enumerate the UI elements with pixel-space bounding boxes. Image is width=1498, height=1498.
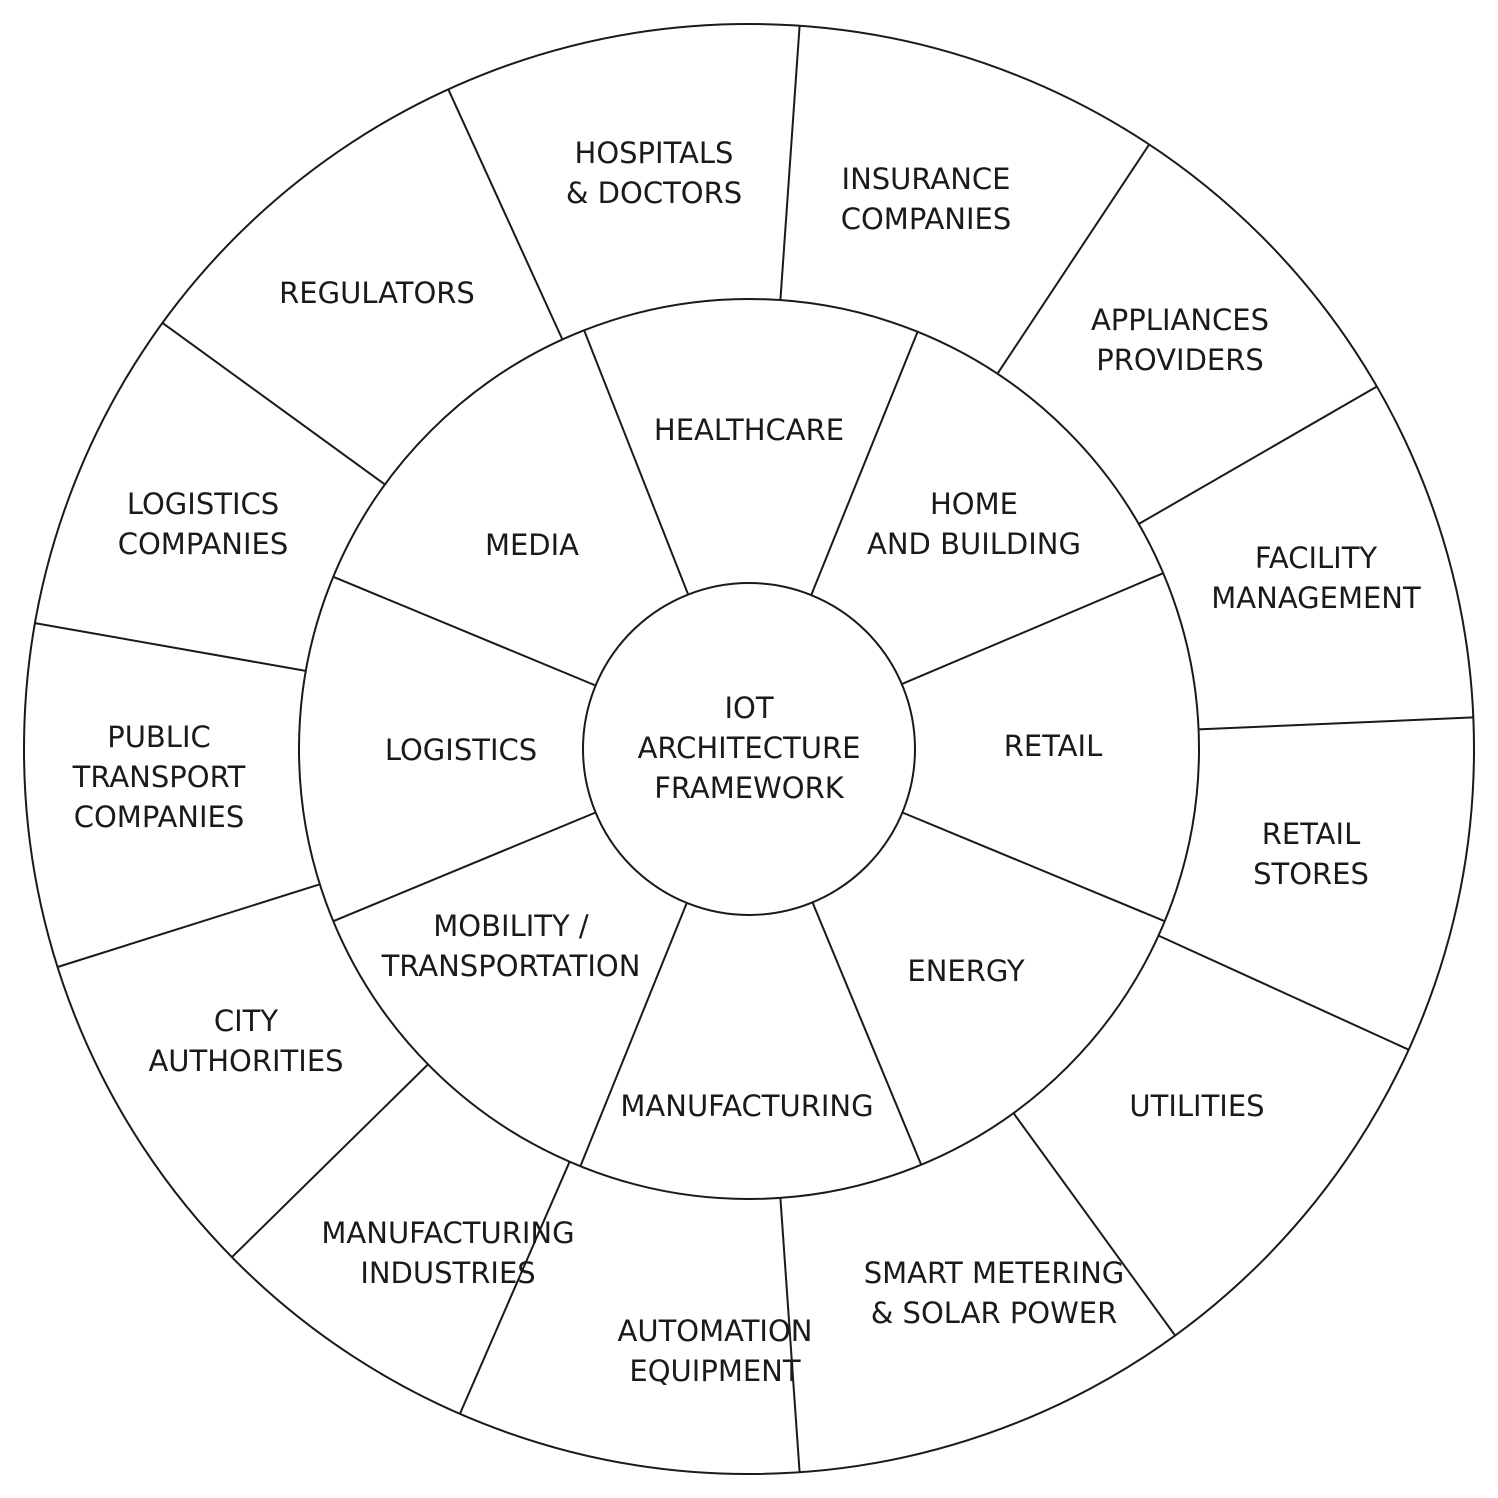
label-line: AUTOMATION (618, 1314, 813, 1348)
label-line: LOGISTICS (385, 733, 537, 767)
label-line: COMPANIES (118, 527, 289, 561)
industry-divider (579, 902, 688, 1167)
stakeholder-divider (1138, 385, 1378, 525)
label-line: TRANSPORTATION (381, 949, 641, 983)
label-line: APPLIANCES (1091, 303, 1269, 337)
center-label: IOT ARCHITECTURE FRAMEWORK (638, 691, 861, 805)
stakeholder-divider (447, 88, 564, 340)
label-line: RETAIL (1004, 729, 1102, 763)
label-line: LOGISTICS (127, 487, 279, 521)
stakeholder-divider (161, 322, 386, 486)
label-line: SMART METERING (864, 1256, 1125, 1290)
stakeholder-divider (1158, 934, 1410, 1051)
stakeholder-retail-stores-label: RETAIL STORES (1253, 817, 1369, 891)
industry-divider (902, 811, 1166, 923)
label-line: TRANSPORT (72, 760, 246, 794)
label-line: ARCHITECTURE (638, 731, 861, 765)
stakeholder-hospitals-doctors-label: HOSPITALS & DOCTORS (566, 136, 742, 210)
label-line: STORES (1253, 857, 1369, 891)
label-line: CITY (214, 1004, 279, 1038)
industry-divider (901, 572, 1164, 686)
label-line: PUBLIC (107, 720, 211, 754)
industry-home-and-building-label: HOME AND BUILDING (867, 487, 1081, 561)
label-line: HEALTHCARE (654, 413, 844, 447)
stakeholder-smart-metering-solar-power-label: SMART METERING & SOLAR POWER (864, 1256, 1125, 1330)
industry-media-label: MEDIA (485, 528, 579, 562)
stakeholder-divider (1198, 716, 1474, 731)
label-line: ENERGY (907, 954, 1025, 988)
industry-divider (810, 331, 919, 596)
label-line: MANAGEMENT (1211, 581, 1421, 615)
industry-divider (583, 329, 690, 595)
label-line: & SOLAR POWER (871, 1296, 1118, 1330)
stakeholder-divider (1012, 1112, 1176, 1337)
label-line: MOBILITY / (433, 909, 589, 943)
industry-mobility-transportation-label: MOBILITY / TRANSPORTATION (381, 909, 641, 983)
stakeholder-manufacturing-industries-label: MANUFACTURING INDUSTRIES (321, 1216, 574, 1290)
label-line: COMPANIES (841, 202, 1012, 236)
label-line: IOT (724, 691, 773, 725)
stakeholder-automation-equipment-label: AUTOMATION EQUIPMENT (618, 1314, 813, 1388)
label-line: INDUSTRIES (360, 1256, 535, 1290)
industry-manufacturing-label: MANUFACTURING (620, 1089, 873, 1123)
label-line: REGULATORS (279, 276, 475, 310)
stakeholder-public-transport-companies-label: PUBLIC TRANSPORT COMPANIES (72, 720, 246, 834)
label-line: MANUFACTURING (620, 1089, 873, 1123)
label-line: MEDIA (485, 528, 579, 562)
stakeholder-utilities-label: UTILITIES (1129, 1089, 1264, 1123)
stakeholder-divider (231, 1063, 429, 1258)
stakeholder-logistics-companies-label: LOGISTICS COMPANIES (118, 487, 289, 561)
industry-retail-label: RETAIL (1004, 729, 1102, 763)
label-line: COMPANIES (74, 800, 245, 834)
stakeholder-appliances-providers-label: APPLIANCES PROVIDERS (1091, 303, 1269, 377)
stakeholder-divider (57, 883, 321, 968)
stakeholder-divider (458, 1161, 571, 1415)
label-line: AND BUILDING (867, 527, 1081, 561)
label-line: HOSPITALS (575, 136, 734, 170)
label-line: FACILITY (1255, 541, 1378, 575)
industry-logistics-label: LOGISTICS (385, 733, 537, 767)
industry-divider (332, 811, 596, 923)
label-line: AUTHORITIES (148, 1044, 343, 1078)
label-line: UTILITIES (1129, 1089, 1264, 1123)
segment-dividers (34, 25, 1474, 1473)
stakeholder-insurance-companies-label: INSURANCE COMPANIES (841, 162, 1012, 236)
label-line: HOME (930, 487, 1018, 521)
stakeholder-divider (34, 622, 306, 672)
outer-ring (23, 23, 1475, 1475)
industry-divider (332, 575, 596, 687)
inner-ring (582, 582, 916, 916)
stakeholder-divider (996, 143, 1151, 375)
label-line: INSURANCE (842, 162, 1011, 196)
label-line: MANUFACTURING (321, 1216, 574, 1250)
stakeholder-city-authorities-label: CITY AUTHORITIES (148, 1004, 343, 1078)
label-line: PROVIDERS (1096, 343, 1264, 377)
stakeholder-facility-management-label: FACILITY MANAGEMENT (1211, 541, 1421, 615)
stakeholder-divider (779, 1197, 801, 1473)
industry-energy-label: ENERGY (907, 954, 1025, 988)
stakeholder-divider (779, 25, 801, 301)
label-line: FRAMEWORK (654, 771, 844, 805)
wheel-rings (23, 23, 1475, 1475)
stakeholder-regulators-label: REGULATORS (279, 276, 475, 310)
segment-labels: IOT ARCHITECTURE FRAMEWORK HEALTHCARE HOME A… (72, 136, 1421, 1388)
industry-healthcare-label: HEALTHCARE (654, 413, 844, 447)
middle-ring (298, 298, 1200, 1200)
label-line: RETAIL (1262, 817, 1360, 851)
label-line: & DOCTORS (566, 176, 742, 210)
industry-divider (811, 902, 923, 1166)
label-line: EQUIPMENT (629, 1354, 800, 1388)
